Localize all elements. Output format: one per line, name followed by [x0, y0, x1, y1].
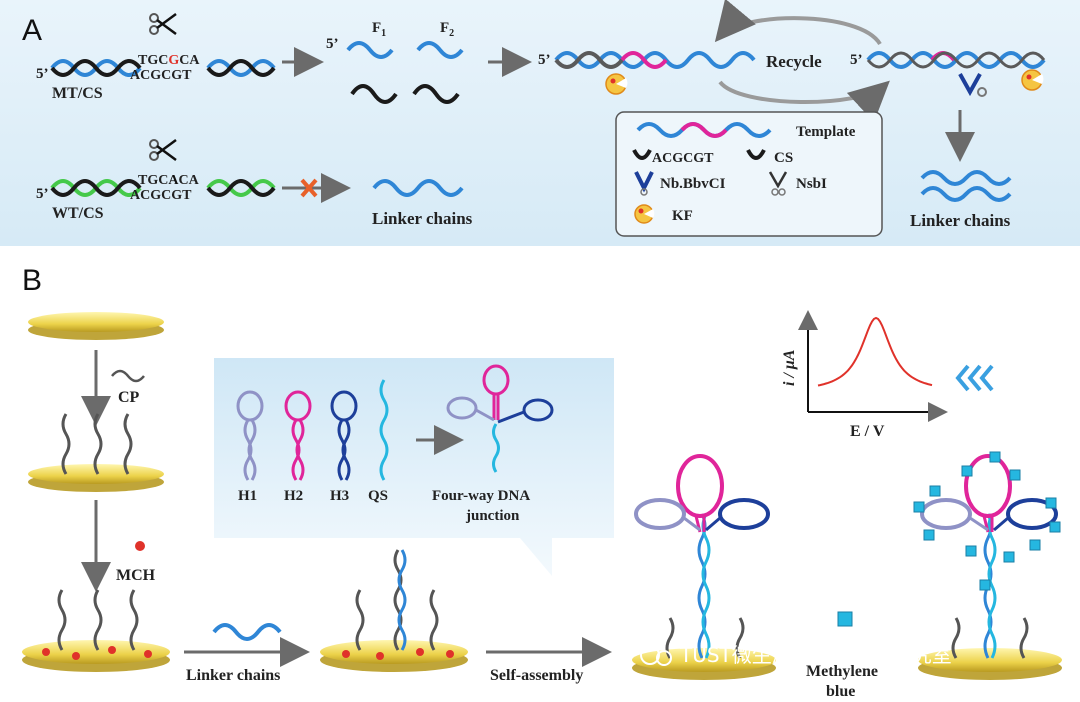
template-strand: [554, 51, 756, 69]
h1-hairpin: [243, 419, 257, 481]
linker-chains-output: Linker chains: [910, 170, 1012, 230]
blocked-cross-icon: [300, 178, 318, 198]
wt-cs-duplex: 5’ TGCACA ACGCGT WT/CS: [36, 138, 276, 222]
methylene-label-1: Methylene: [806, 663, 878, 680]
primer-strand: [554, 51, 624, 69]
recycle-label: Recycle: [766, 52, 822, 71]
junction-label-1: Four-way DNA: [432, 488, 530, 504]
mt-cs-label: MT/CS: [52, 85, 103, 102]
fragment-f2: [416, 41, 464, 59]
wt-seq-top: TGCACA: [138, 173, 200, 188]
electrode-cp: [28, 413, 164, 492]
self-assembly-label: Self-assembly: [490, 667, 583, 684]
chevron-left-icon: [955, 364, 994, 392]
electrode-linker: [320, 549, 468, 672]
h3-label: H3: [330, 488, 349, 504]
seq-bottom: ACGCGT: [130, 68, 192, 83]
watermark: TUST微生态与分子药理研究室: [640, 643, 952, 667]
f2-label: F2: [440, 20, 454, 39]
legend-nb: Nb.BbvCI: [660, 176, 726, 192]
seq-bottom: ACGCGT: [130, 188, 192, 203]
nb-bbvci-icon: [958, 73, 987, 97]
seq-top-left: TGCGCA: [138, 53, 200, 68]
electrode-bare: [28, 312, 164, 340]
h3-hairpin: [337, 419, 351, 481]
panel-a-background: [0, 0, 1080, 246]
strand-blue: [206, 59, 276, 77]
legend-template: Template: [796, 124, 856, 140]
fragments: 5’ F1 F2: [326, 20, 464, 104]
four-way-junction-icon: [446, 364, 554, 473]
junction-label-2: junction: [465, 508, 520, 524]
strand-black: [50, 59, 142, 77]
five-prime-label: 5’: [326, 36, 339, 52]
x-axis-label: E / V: [850, 423, 885, 440]
scissors-icon: [149, 12, 177, 36]
strand-black: [206, 59, 276, 77]
dpv-plot: i / μA E / V: [781, 310, 948, 440]
junction-box: H1 H2 H3 QS Four-way DNA junction: [214, 358, 614, 576]
nsbi-scissors-icon: [768, 171, 788, 196]
methylene-label-2: blue: [826, 683, 855, 700]
kf-enzyme-icon: [605, 73, 628, 95]
h1-label: H1: [238, 488, 257, 504]
fragment-black-1: [350, 84, 398, 104]
methylene-blue-icon: [837, 611, 853, 627]
legend-nsbi: NsbI: [796, 176, 827, 192]
recycle-loop: Recycle: [714, 0, 890, 123]
wt-cs-label: WT/CS: [52, 205, 104, 222]
five-prime-label: 5’: [850, 52, 863, 68]
mt-cs-duplex: 5’ TGCGCA ACGCGT MT/CS: [36, 12, 276, 102]
template-magenta: [620, 51, 668, 69]
template-extension: 5’: [538, 51, 756, 95]
legend-kf: KF: [672, 208, 693, 224]
kf-enzyme-icon: [1021, 69, 1044, 91]
fragment-f1: [346, 41, 394, 59]
nicked-duplex: 5’: [850, 51, 1046, 97]
five-prime-label: 5’: [36, 66, 49, 82]
watermark-text: TUST微生态与分子药理研究室: [679, 643, 952, 667]
linker-chains-label: Linker chains: [910, 211, 1011, 230]
qs-label: QS: [368, 488, 388, 504]
linker-chains-label: Linker chains: [372, 209, 473, 228]
panel-b-title: B: [22, 264, 42, 297]
electrode-mch: [22, 589, 170, 672]
linker-chains-label: Linker chains: [186, 667, 280, 684]
electrode-junction: [632, 454, 776, 680]
five-prime-label: 5’: [538, 52, 551, 68]
scissors-icon: [149, 138, 177, 162]
cp-icon: [111, 369, 145, 383]
legend-cs: CS: [774, 150, 793, 166]
linker-chain-icon: [212, 623, 282, 641]
five-prime-label: 5’: [36, 186, 49, 202]
legend-box: Template ACGCGT CS Nb.BbvCI NsbI KF: [615, 111, 883, 237]
dpv-peak-curve: [817, 316, 933, 387]
mch-label: MCH: [116, 567, 156, 584]
panel-a-title: A: [22, 14, 42, 47]
legend-cs-seq: ACGCGT: [652, 151, 714, 166]
kf-enzyme-icon: [634, 204, 655, 224]
h2-hairpin: [291, 419, 305, 481]
fragment-black-2: [412, 84, 460, 104]
electrode-mb: [913, 451, 1062, 680]
f1-label: F1: [372, 20, 386, 39]
nb-bbvci-icon: [634, 171, 654, 196]
linker-chain-icon: [372, 179, 464, 197]
h2-label: H2: [284, 488, 303, 504]
mch-icon: [135, 541, 145, 551]
cp-label: CP: [118, 389, 140, 406]
y-axis-label: i / μA: [781, 349, 798, 386]
extended-strand: [866, 51, 1046, 69]
qs-strand: [379, 379, 389, 481]
